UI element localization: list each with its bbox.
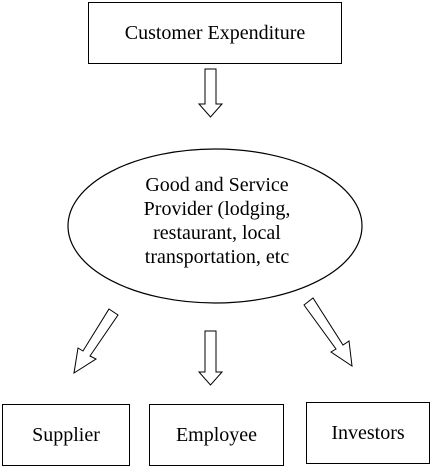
employee-box: Employee: [149, 404, 284, 466]
customer-expenditure-label: Customer Expenditure: [124, 22, 306, 44]
supplier-label: Supplier: [32, 424, 100, 446]
arrow-to-employee: [197, 330, 224, 386]
customer-expenditure-box: Customer Expenditure: [88, 2, 342, 64]
investors-box: Investors: [306, 402, 430, 464]
provider-text: Good and Service Provider (lodging, rest…: [92, 173, 342, 269]
arrow-to-investors: [303, 297, 353, 368]
supplier-box: Supplier: [2, 404, 130, 466]
arrow-top-down: [197, 68, 224, 118]
provider-line-4: transportation, etc: [144, 246, 290, 268]
provider-ellipse: [67, 148, 363, 304]
provider-line-2: Provider (lodging,: [143, 198, 291, 220]
employee-label: Employee: [175, 424, 258, 446]
provider-line-1: Good and Service: [145, 174, 289, 196]
investors-label: Investors: [331, 422, 405, 444]
provider-line-3: restaurant, local: [153, 222, 281, 244]
arrow-to-supplier: [73, 308, 119, 375]
